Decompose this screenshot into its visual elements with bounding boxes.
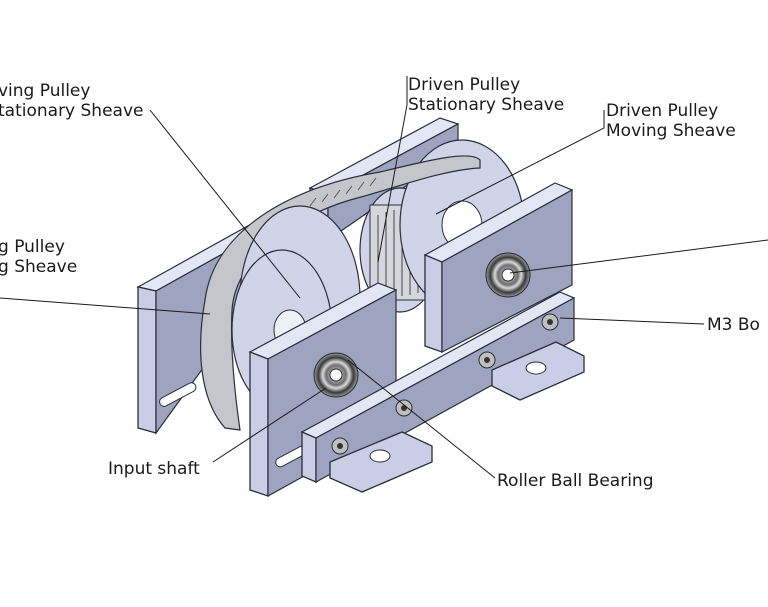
label-m3-bolt: M3 Bo bbox=[707, 315, 760, 335]
label-drive-moving-line1: g Pulley bbox=[0, 237, 65, 257]
leader-driven-stationary bbox=[377, 76, 408, 263]
label-roller-bearing: Roller Ball Bearing bbox=[497, 471, 654, 491]
label-driven-moving-line2: Moving Sheave bbox=[606, 121, 736, 141]
label-drive-stationary-line1: ving Pulley bbox=[0, 81, 90, 101]
base-rail bbox=[300, 291, 585, 493]
leader-roller-bearing bbox=[347, 359, 496, 479]
leader-m3-bolt bbox=[559, 317, 705, 325]
leader-lines bbox=[0, 76, 768, 479]
leader-drive-moving bbox=[0, 297, 211, 315]
leader-driven-bearing bbox=[509, 239, 768, 274]
labels: ving Pulley tationary Sheave Driven Pull… bbox=[0, 75, 760, 491]
front-left-plate bbox=[248, 282, 398, 498]
leader-driven-moving bbox=[435, 110, 605, 215]
label-drive-moving-line2: g Sheave bbox=[0, 257, 77, 277]
leader-input-shaft bbox=[212, 387, 327, 463]
leader-drive-stationary bbox=[149, 109, 301, 299]
label-input-shaft: Input shaft bbox=[108, 459, 200, 479]
front-right-plate bbox=[423, 182, 574, 353]
label-driven-moving-line1: Driven Pulley bbox=[606, 101, 718, 121]
m3-bolts bbox=[331, 313, 559, 455]
label-drive-stationary-line2: tationary Sheave bbox=[0, 101, 143, 121]
label-driven-stationary-line2: Stationary Sheave bbox=[408, 95, 564, 115]
label-driven-stationary-line1: Driven Pulley bbox=[408, 75, 520, 95]
